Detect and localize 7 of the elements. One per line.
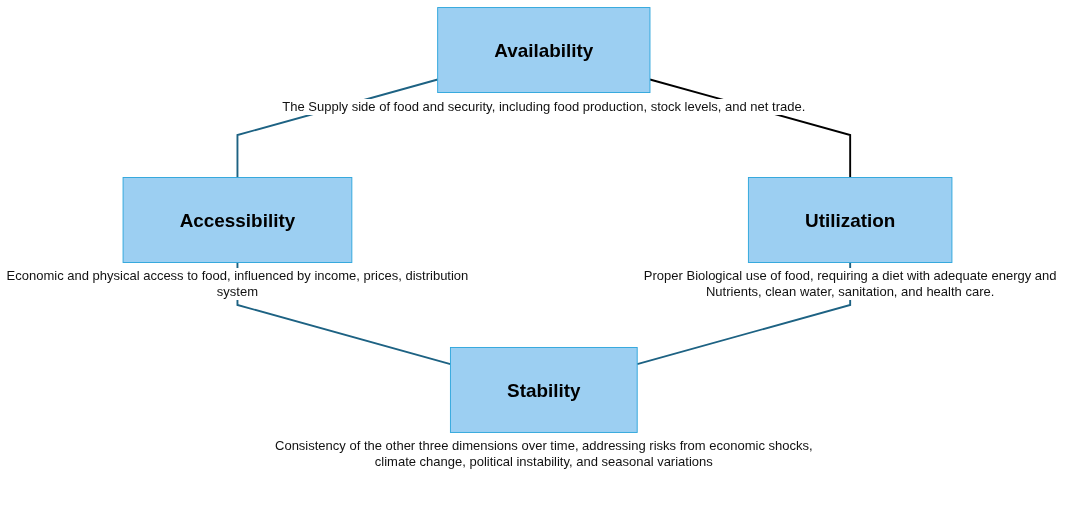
connector [636,261,852,365]
node-box: Stability [449,347,638,433]
node-box: Accessibility [122,177,353,263]
node-box: Availability [437,7,651,93]
description-text: Economic and physical access to food, influenced by income, prices, distribution system [4,268,471,301]
connector [236,261,452,365]
node-box: Utilization [747,177,953,263]
